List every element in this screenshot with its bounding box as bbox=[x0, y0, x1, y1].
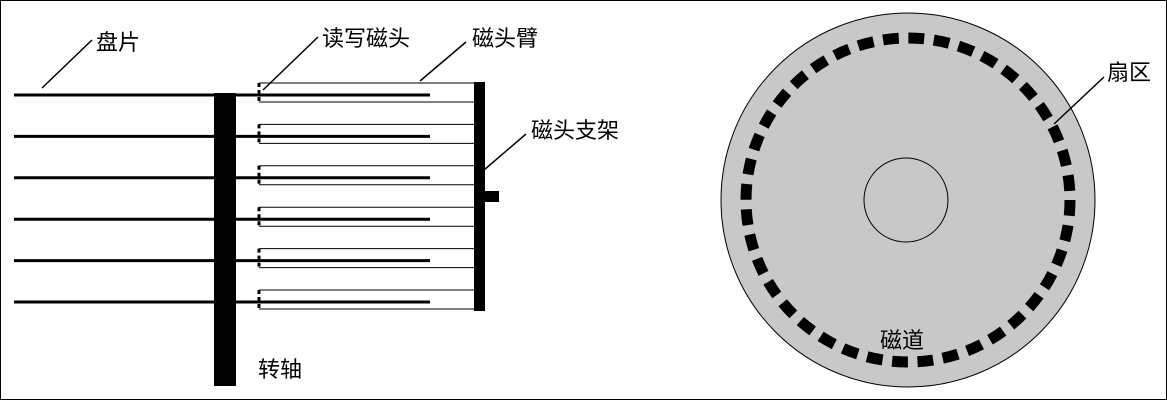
platter-top-view bbox=[720, 12, 1096, 388]
arm-leader-line bbox=[419, 41, 467, 82]
head-bracket bbox=[474, 82, 485, 311]
head-leader-line bbox=[262, 36, 319, 91]
side-view bbox=[14, 82, 499, 386]
spindle bbox=[214, 93, 236, 386]
head-arm-1 bbox=[259, 82, 474, 103]
read-write-head-label: 读写磁头 bbox=[322, 27, 410, 52]
spindle-label: 转轴 bbox=[258, 358, 302, 383]
head-arm-5 bbox=[259, 248, 474, 269]
sector-label: 扇区 bbox=[1107, 61, 1151, 86]
platter-leader-line bbox=[41, 39, 93, 89]
head-arm-2 bbox=[259, 123, 474, 144]
sector-leader-line bbox=[1053, 76, 1105, 125]
platter-label: 盘片 bbox=[96, 31, 140, 56]
head-arm-label: 磁头臂 bbox=[472, 27, 538, 52]
spindle-hub bbox=[863, 157, 949, 243]
head-arm-3 bbox=[259, 165, 474, 186]
top-view bbox=[720, 12, 1105, 388]
head-arm-4 bbox=[259, 206, 474, 227]
track-ring bbox=[740, 32, 1076, 368]
track-label: 磁道 bbox=[880, 329, 924, 354]
head-bracket-label: 磁头支架 bbox=[531, 119, 619, 144]
head-arm-6 bbox=[259, 289, 474, 310]
bracket-pivot bbox=[485, 191, 499, 202]
bracket-leader-line bbox=[483, 133, 527, 171]
